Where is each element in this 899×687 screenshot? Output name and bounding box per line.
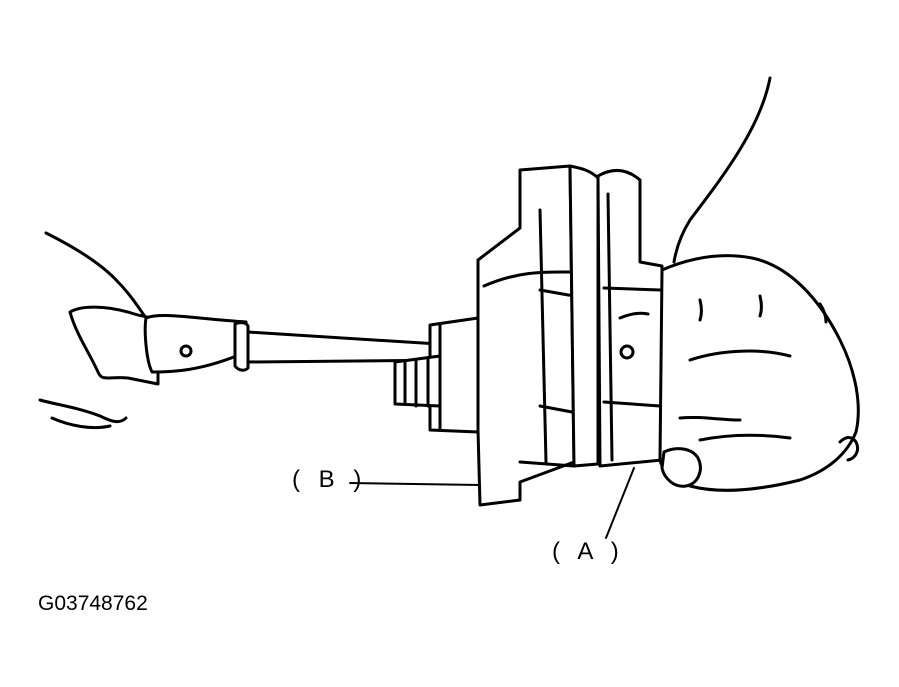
right-hand (658, 76, 860, 492)
handle-hole (179, 344, 193, 358)
bolt-head (619, 344, 635, 360)
callout-label-a: ( A ) (552, 538, 625, 565)
housing-b (476, 164, 576, 507)
housing-a (568, 164, 664, 468)
leader-line-b (349, 482, 481, 486)
screwdriver (68, 305, 472, 386)
callout-label-b: ( B ) (292, 466, 368, 493)
left-hand (38, 231, 148, 430)
pulley-assembly (393, 316, 480, 434)
leader-line-a (605, 467, 635, 539)
figure-id: G03748762 (38, 592, 148, 615)
